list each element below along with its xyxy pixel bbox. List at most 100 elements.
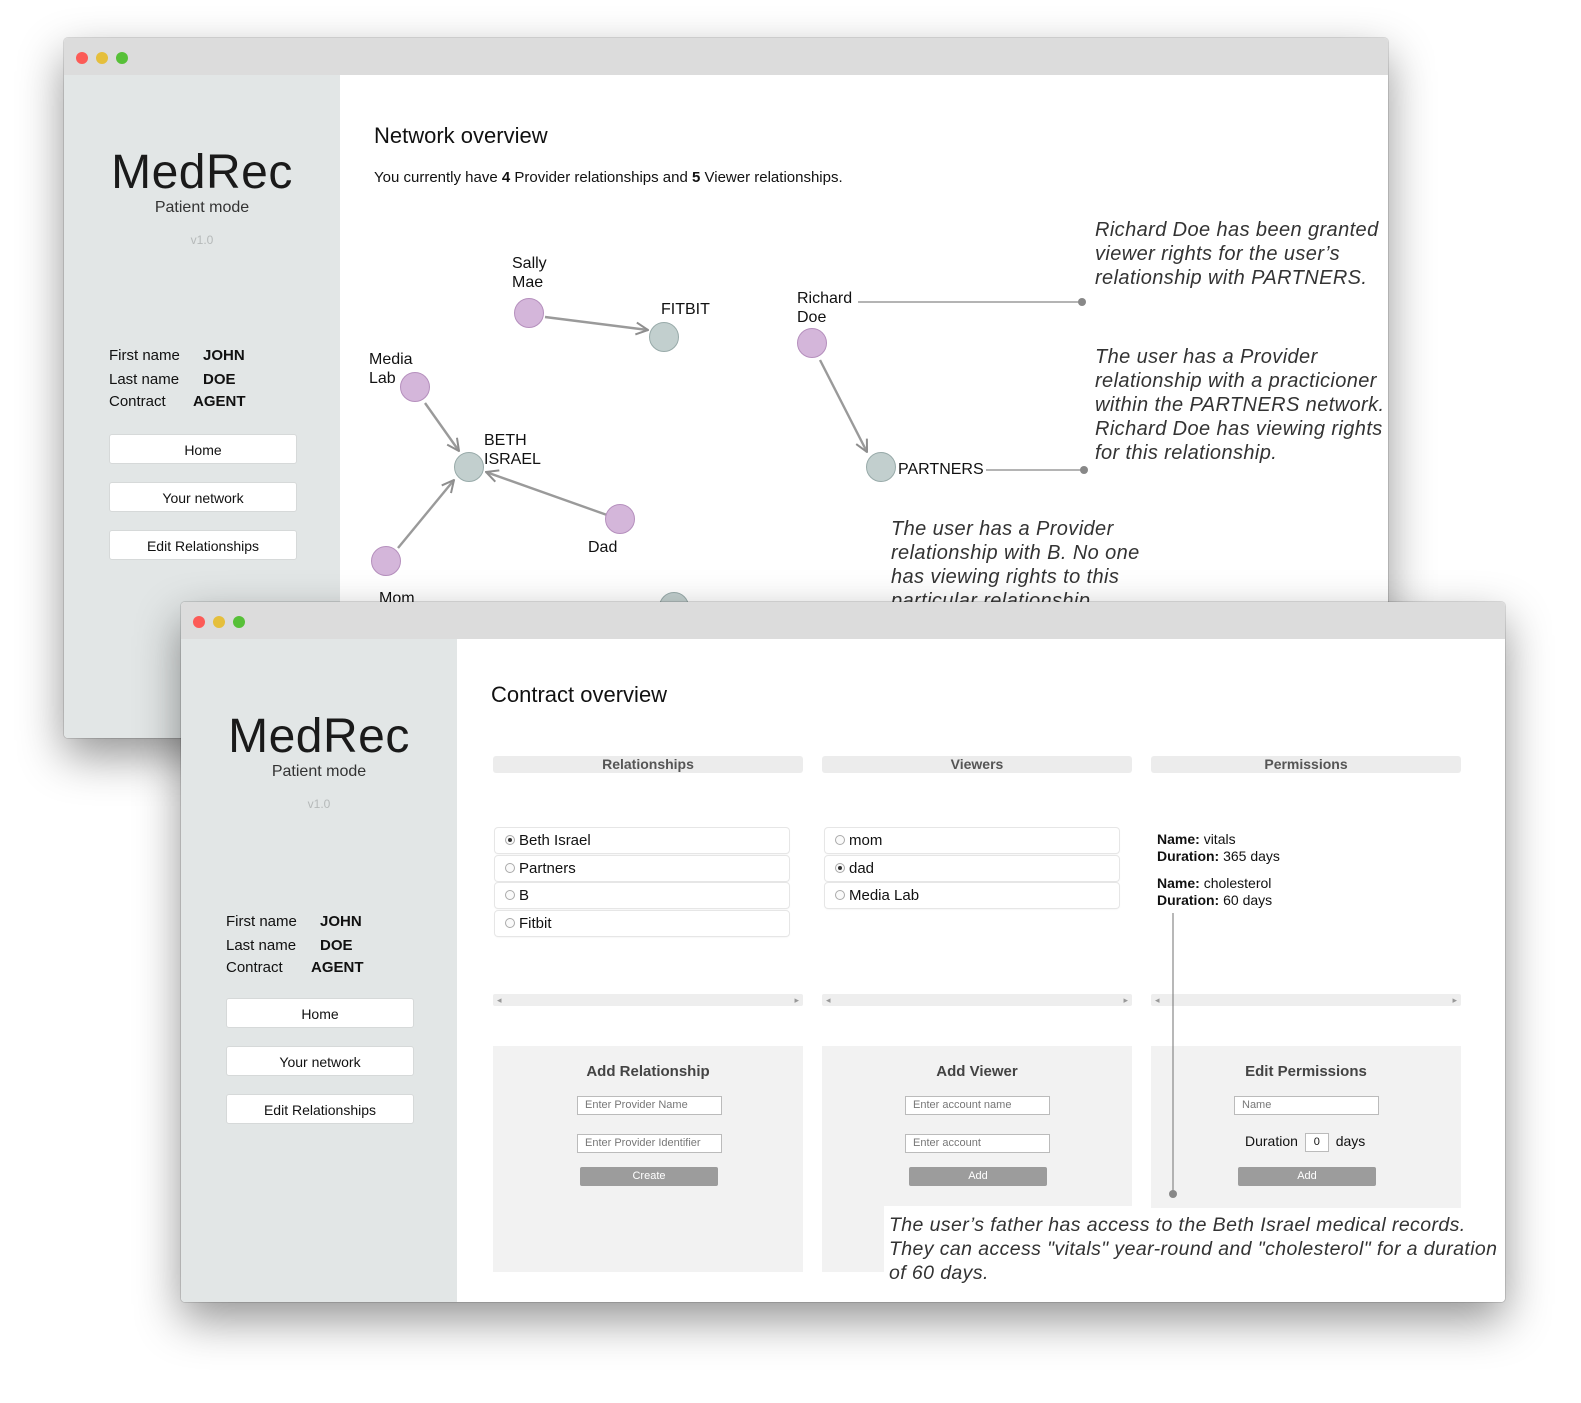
first-name-label: First name [226,913,297,930]
duration-input[interactable]: 0 [1304,1133,1329,1152]
edit-relationships-button[interactable]: Edit Relationships [109,530,297,560]
provider-name-input[interactable]: Enter Provider Name [577,1096,722,1115]
scroll-left-icon[interactable]: ◂ [826,995,831,1005]
relationship-item[interactable]: Partners [495,856,789,881]
provider-count: 4 [501,169,511,186]
viewer-count: 5 [692,169,701,186]
add-permission-button[interactable]: Add [1238,1167,1376,1186]
viewer-label: dad [849,860,875,877]
scroll-right-icon[interactable]: ▸ [1123,995,1128,1005]
sidebar: MedRec Patient mode v1.0 First name JOHN… [181,639,457,1302]
viewer-label: Media Lab [849,887,920,904]
relationship-item[interactable]: Fitbit [495,911,789,936]
permissions-scrollbar[interactable]: ◂ ▸ [1151,994,1461,1006]
permission-name-label: Name: [1157,875,1200,891]
home-button[interactable]: Home [109,434,297,464]
summary-suffix: Viewer relationships. [704,169,843,186]
annotation-b: The user has a Provider relationship wit… [891,518,1140,612]
account-name-input[interactable]: Enter account name [905,1096,1050,1115]
radio-icon[interactable] [505,918,515,928]
node-media-lab[interactable] [400,372,430,402]
app-version: v1.0 [190,233,214,247]
viewer-item[interactable]: mom [825,828,1119,853]
node-dad[interactable] [605,504,635,534]
contract-label: Contract [109,393,166,410]
relationship-label: Beth Israel [519,832,591,849]
radio-selected-icon[interactable] [835,863,845,873]
permission-name: cholesterol [1203,875,1272,891]
permission-name-label: Name: [1157,831,1200,847]
permission-name: vitals [1203,831,1236,847]
app-version: v1.0 [307,797,331,811]
relationship-label: B [519,887,530,904]
edge-dad-beth [486,472,608,517]
panel-title: Add Relationship [586,1063,710,1080]
radio-icon[interactable] [505,863,515,873]
add-viewer-button[interactable]: Add [909,1167,1047,1186]
permission-entry: Name: cholesterol Duration: 60 days [1157,875,1272,909]
zoom-window-button[interactable] [116,52,128,64]
last-name-value: DOE [320,937,353,954]
scroll-left-icon[interactable]: ◂ [497,995,502,1005]
scroll-right-icon[interactable]: ▸ [794,995,799,1005]
app-mode: Patient mode [154,199,250,216]
node-fitbit[interactable] [649,322,679,352]
last-name-label: Last name [109,371,180,388]
relationship-item[interactable]: B [495,883,789,908]
add-viewer-panel-tail [822,1206,884,1272]
minimize-window-button[interactable] [96,52,108,64]
node-partners[interactable] [866,452,896,482]
close-window-button[interactable] [76,52,88,64]
last-name-row: Last name DOE [109,371,236,388]
add-relationship-panel: Add Relationship Enter Provider Name Ent… [493,1046,803,1272]
permission-duration-label: Duration: [1157,848,1220,864]
viewer-item[interactable]: Media Lab [825,883,1119,908]
relationship-item[interactable]: Beth Israel [495,828,789,853]
node-label-partners: PARTNERS [898,461,984,478]
contract-window: MedRec Patient mode v1.0 First name JOHN… [181,602,1505,1302]
panel-title: Add Viewer [936,1063,1018,1080]
permission-name-input[interactable]: Name [1234,1096,1379,1115]
account-input[interactable]: Enter account [905,1134,1050,1153]
title-bar [64,38,1388,76]
zoom-window-button[interactable] [233,616,245,628]
page-title: Contract overview [491,682,668,707]
radio-selected-icon[interactable] [505,835,515,845]
home-button[interactable]: Home [226,998,414,1028]
node-sally-mae[interactable] [514,298,544,328]
viewer-item[interactable]: dad [825,856,1119,881]
relationship-label: Partners [519,860,576,877]
first-name-value: JOHN [320,913,362,930]
radio-icon[interactable] [835,835,845,845]
node-label-beth-israel: BETH ISRAEL [484,432,541,468]
annotation-partners: The user has a Provider relationship wit… [1095,346,1385,464]
permission-entry: Name: vitals Duration: 365 days [1157,831,1280,865]
your-network-button[interactable]: Your network [109,482,297,512]
radio-icon[interactable] [505,890,515,900]
permission-duration-label: Duration: [1157,892,1220,908]
scroll-left-icon[interactable]: ◂ [1155,995,1160,1005]
contract-label: Contract [226,959,283,976]
scroll-right-icon[interactable]: ▸ [1452,995,1457,1005]
last-name-label: Last name [226,937,297,954]
radio-icon[interactable] [835,890,845,900]
permission-duration: 60 days [1223,892,1273,908]
contract-value: AGENT [311,959,364,976]
add-viewer-panel: Add Viewer Enter account name Enter acco… [822,1046,1132,1206]
relationships-scrollbar[interactable]: ◂ ▸ [493,994,803,1006]
last-name-row: Last name DOE [226,937,353,954]
edit-relationships-button[interactable]: Edit Relationships [226,1094,414,1124]
node-label-sally-mae: Sally Mae [512,255,547,291]
minimize-window-button[interactable] [213,616,225,628]
leader-partners-end [1080,466,1088,474]
close-window-button[interactable] [193,616,205,628]
node-richard-doe[interactable] [797,328,827,358]
your-network-button[interactable]: Your network [226,1046,414,1076]
provider-identifier-input[interactable]: Enter Provider Identifier [577,1134,722,1153]
first-name-row: First name JOHN [109,347,245,364]
node-beth-israel[interactable] [454,452,484,482]
viewers-scrollbar[interactable]: ◂ ▸ [822,994,1132,1006]
create-button[interactable]: Create [580,1167,718,1186]
node-mom[interactable] [371,546,401,576]
permission-leader-line [1169,913,1177,1198]
